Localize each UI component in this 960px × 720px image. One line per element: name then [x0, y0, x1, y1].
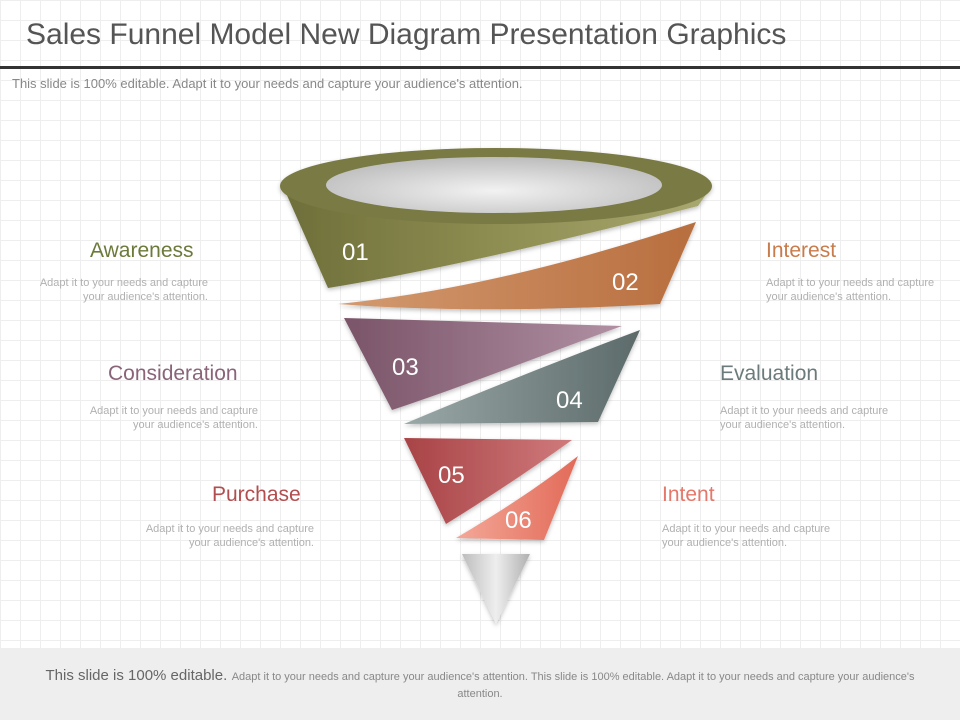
funnel-opening [326, 157, 662, 213]
stage-label-evaluation: Evaluation [720, 362, 819, 385]
funnel-segment-06 [456, 456, 578, 540]
stage-description-evaluation: Adapt it to your needs and capture your … [720, 405, 889, 431]
stage-number-06: 06 [505, 507, 532, 534]
stage-number-03: 03 [392, 354, 419, 381]
stage-number-02: 02 [612, 269, 639, 296]
stage-label-interest: Interest [766, 239, 837, 262]
footer-bar: This slide is 100% editable. Adapt it to… [0, 648, 960, 720]
stage-description-interest: Adapt it to your needs and capture your … [766, 277, 935, 303]
footer-body: Adapt it to your needs and capture your … [231, 671, 915, 700]
stage-number-04: 04 [556, 387, 583, 414]
footer-lead: This slide is 100% editable. [45, 667, 228, 684]
stage-label-intent: Intent [662, 483, 715, 506]
page-subtitle: This slide is 100% editable. Adapt it to… [12, 76, 523, 91]
stage-number-05: 05 [438, 462, 465, 489]
funnel-segment-02 [338, 222, 696, 310]
page-title: Sales Funnel Model New Diagram Presentat… [26, 18, 787, 51]
stage-description-intent: Adapt it to your needs and capture your … [662, 523, 831, 549]
funnel-segment-04 [404, 330, 640, 424]
stage-description-purchase: Adapt it to your needs and capture your … [145, 523, 314, 549]
stage-label-awareness: Awareness [90, 239, 194, 262]
stage-label-consideration: Consideration [108, 362, 238, 385]
funnel-tip [462, 554, 530, 624]
stage-description-consideration: Adapt it to your needs and capture your … [89, 405, 258, 431]
funnel-segment-05 [404, 438, 572, 524]
title-divider [0, 66, 960, 69]
funnel-segment-03 [344, 318, 622, 410]
stage-number-01: 01 [342, 239, 369, 266]
footer-text: This slide is 100% editable. Adapt it to… [30, 668, 930, 702]
stage-description-awareness: Adapt it to your needs and capture your … [39, 277, 208, 303]
stage-label-purchase: Purchase [212, 483, 301, 506]
